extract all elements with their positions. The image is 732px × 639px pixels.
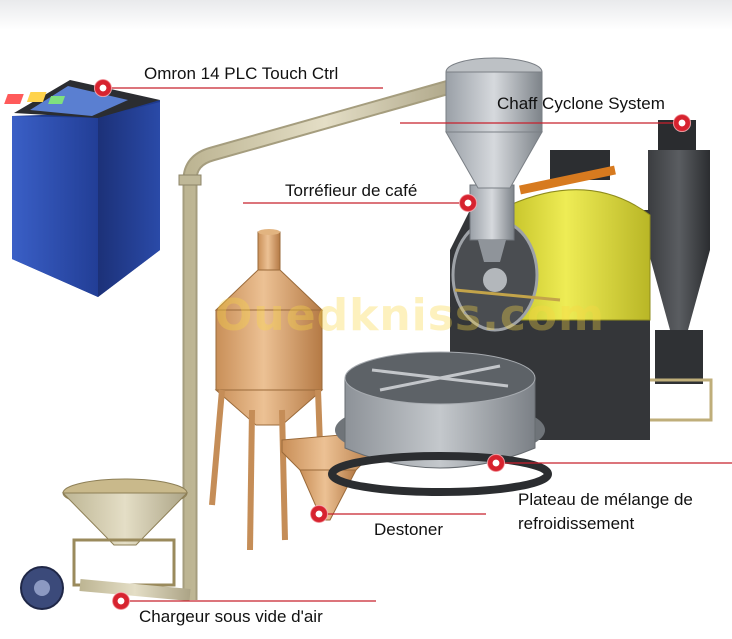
- plc-cabinet: [4, 80, 160, 297]
- vacuum-loader: [20, 478, 191, 610]
- loader-marker: [112, 592, 130, 610]
- plc-label: Omron 14 PLC Touch Ctrl: [144, 64, 339, 83]
- cooling-tray-marker: [487, 454, 505, 472]
- roaster-hopper: [445, 57, 543, 189]
- cooling-tray: [328, 351, 552, 496]
- watermark: Ouedkniss.com: [215, 290, 605, 341]
- vacuum-pipe: [178, 76, 463, 600]
- callout-lines: [103, 87, 732, 602]
- roaster-marker: [459, 194, 477, 212]
- cooling-tray-label-line2: refroidissement: [518, 514, 635, 533]
- destoner-label: Destoner: [374, 520, 443, 539]
- cyclone-label: Chaff Cyclone System: [497, 94, 665, 113]
- loader-label: Chargeur sous vide d'air: [139, 607, 323, 626]
- plc-marker: [94, 79, 112, 97]
- destoner-marker: [310, 505, 328, 523]
- chaff-cyclone: [643, 120, 713, 422]
- callout-markers: [94, 79, 691, 610]
- cooling-tray-label-line1: Plateau de mélange de: [518, 490, 693, 509]
- cyclone-marker: [673, 114, 691, 132]
- roaster-label: Torréfieur de café: [285, 181, 418, 200]
- green-bean-silo: [209, 229, 325, 551]
